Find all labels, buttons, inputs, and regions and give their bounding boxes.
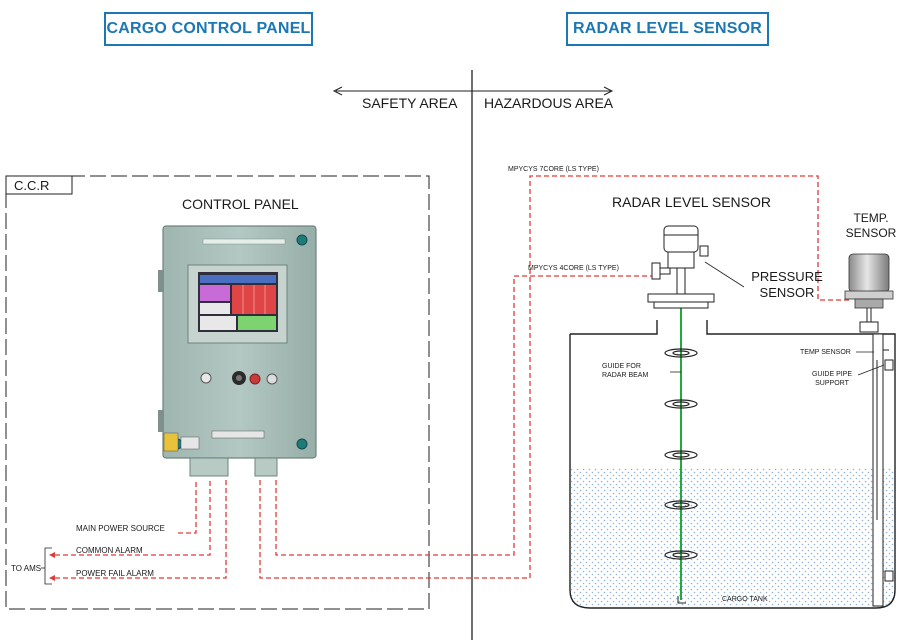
cable-7core xyxy=(259,175,850,579)
cargo-tank-outline xyxy=(569,320,896,609)
temp-sensor-cap xyxy=(844,253,894,309)
pressure-sensor-line2: SENSOR xyxy=(759,285,815,300)
arrow-right-head xyxy=(603,86,614,96)
guide-radar-beam-label: GUIDE FOR RADAR BEAM xyxy=(602,363,648,379)
cargo-control-panel-title: CARGO CONTROL PANEL xyxy=(106,20,311,37)
ccr-label: C.C.R xyxy=(14,178,50,193)
guide-pipe-support-label: GUIDE PIPE SUPPORT xyxy=(806,371,858,387)
hazardous-area-label: HAZARDOUS AREA xyxy=(484,95,614,111)
safety-area-label: SAFETY AREA xyxy=(362,95,458,111)
temp-guide-pipe xyxy=(859,308,894,607)
ccr-label-box xyxy=(5,175,73,195)
radar-level-sensor-header: RADAR LEVEL SENSOR xyxy=(566,12,769,46)
ccr-boundary xyxy=(5,175,430,610)
guide-pipe-support-line2: SUPPORT xyxy=(815,380,849,387)
control-panel-cabinet xyxy=(158,225,317,477)
common-alarm-label: COMMON ALARM xyxy=(76,546,143,555)
radar-sensor-label: RADAR LEVEL SENSOR xyxy=(612,194,771,210)
pressure-sensor-label: PRESSURE SENSOR xyxy=(744,270,830,299)
power-fail-alarm-label: POWER FAIL ALARM xyxy=(76,569,154,578)
beam-bottom-foot xyxy=(677,596,686,604)
cable-4core-label: MPYCYS 4CORE (LS TYPE) xyxy=(528,265,619,272)
temp-sensor-label: TEMP. SENSOR xyxy=(840,212,902,239)
cable-4core xyxy=(275,275,652,556)
to-ams-label: TO AMS xyxy=(11,564,42,573)
main-power-source-label: MAIN POWER SOURCE xyxy=(76,524,165,533)
cable-common-alarm xyxy=(55,480,211,556)
temp-sensor-line2: SENSOR xyxy=(845,226,897,240)
temp-sensor-tank-label: TEMP SENSOR xyxy=(800,349,851,356)
control-panel-title: CONTROL PANEL xyxy=(182,196,299,212)
cargo-tank-label: CARGO TANK xyxy=(722,596,768,603)
radar-level-sensor-title: RADAR LEVEL SENSOR xyxy=(572,20,763,37)
arrow-left-head xyxy=(332,86,343,96)
cable-power-fail xyxy=(55,480,227,579)
cargo-control-panel-header: CARGO CONTROL PANEL xyxy=(104,12,313,46)
signal-arrowheads xyxy=(49,552,55,581)
temp-sensor-line1: TEMP. xyxy=(853,211,889,225)
cable-main-power xyxy=(178,480,197,534)
cargo-liquid xyxy=(571,468,894,607)
radar-sensor-head xyxy=(647,225,745,309)
to-ams-bracket xyxy=(41,547,52,585)
signal-cables xyxy=(55,175,850,579)
guide-radar-beam-line1: GUIDE FOR xyxy=(602,363,641,370)
beam-guide-rings xyxy=(664,348,698,560)
guide-pipe-support-line1: GUIDE PIPE xyxy=(811,371,853,378)
guide-radar-beam-line2: RADAR BEAM xyxy=(602,372,649,379)
pressure-sensor-line1: PRESSURE xyxy=(751,269,823,284)
cable-7core-label: MPYCYS 7CORE (LS TYPE) xyxy=(508,166,599,173)
tank-leader-lines xyxy=(670,351,885,376)
